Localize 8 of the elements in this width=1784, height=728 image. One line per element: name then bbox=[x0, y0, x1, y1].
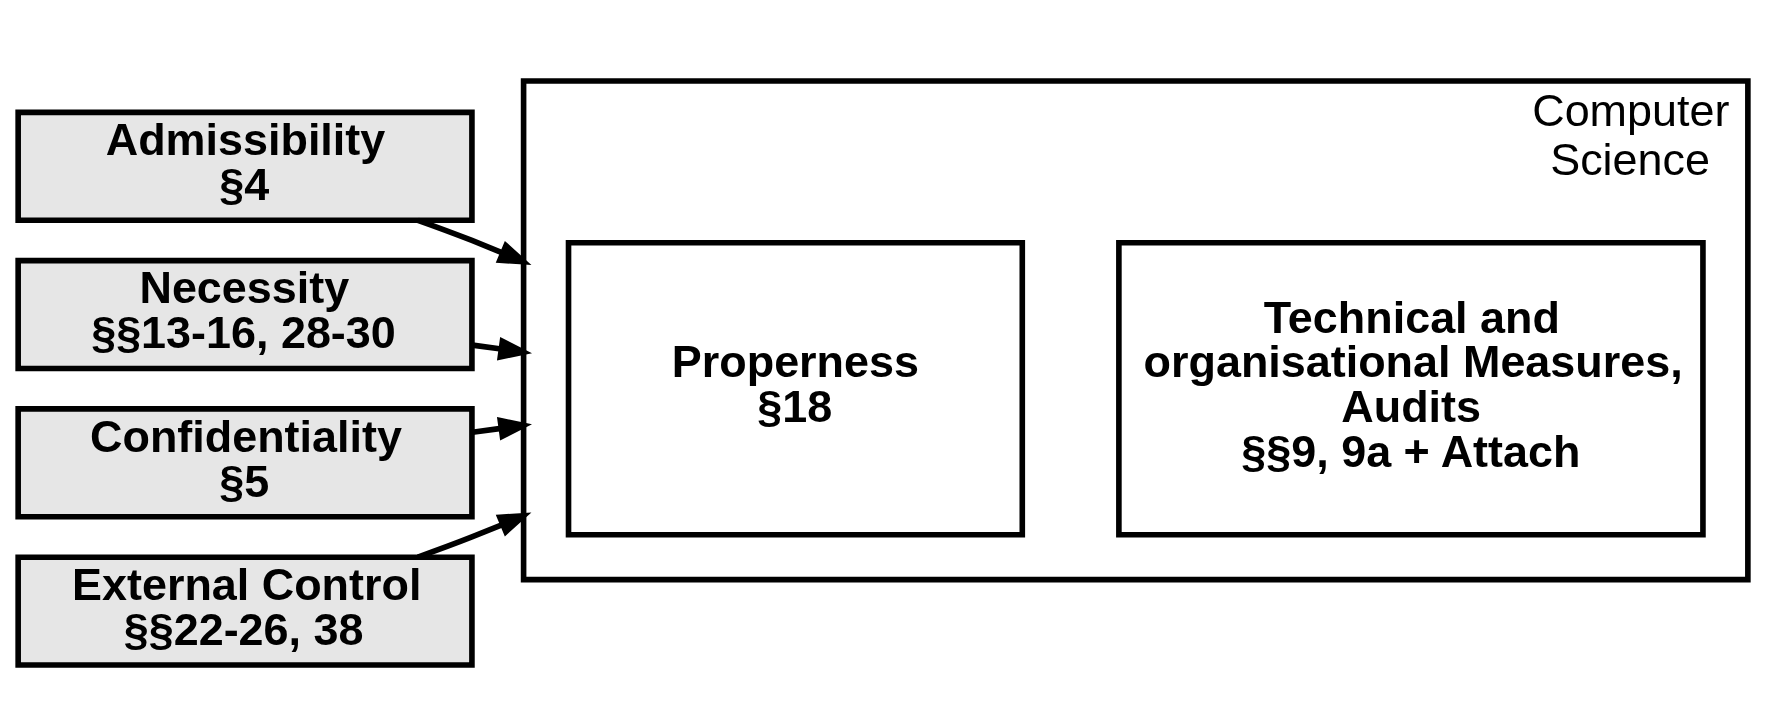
node-box: Technical and organisational Measures, Audits §§9, 9a + Attach bbox=[1116, 239, 1706, 538]
arrow bbox=[472, 417, 532, 441]
arrow bbox=[472, 337, 532, 361]
node-box: Admissibility §4 bbox=[15, 109, 475, 224]
node-box: Confidentiality §5 bbox=[15, 406, 475, 520]
node-box: External Control §§22-26, 38 bbox=[15, 554, 475, 668]
node-box: Properness §18 bbox=[565, 239, 1026, 538]
node-box: Necessity §§13-16, 28-30 bbox=[15, 257, 475, 372]
